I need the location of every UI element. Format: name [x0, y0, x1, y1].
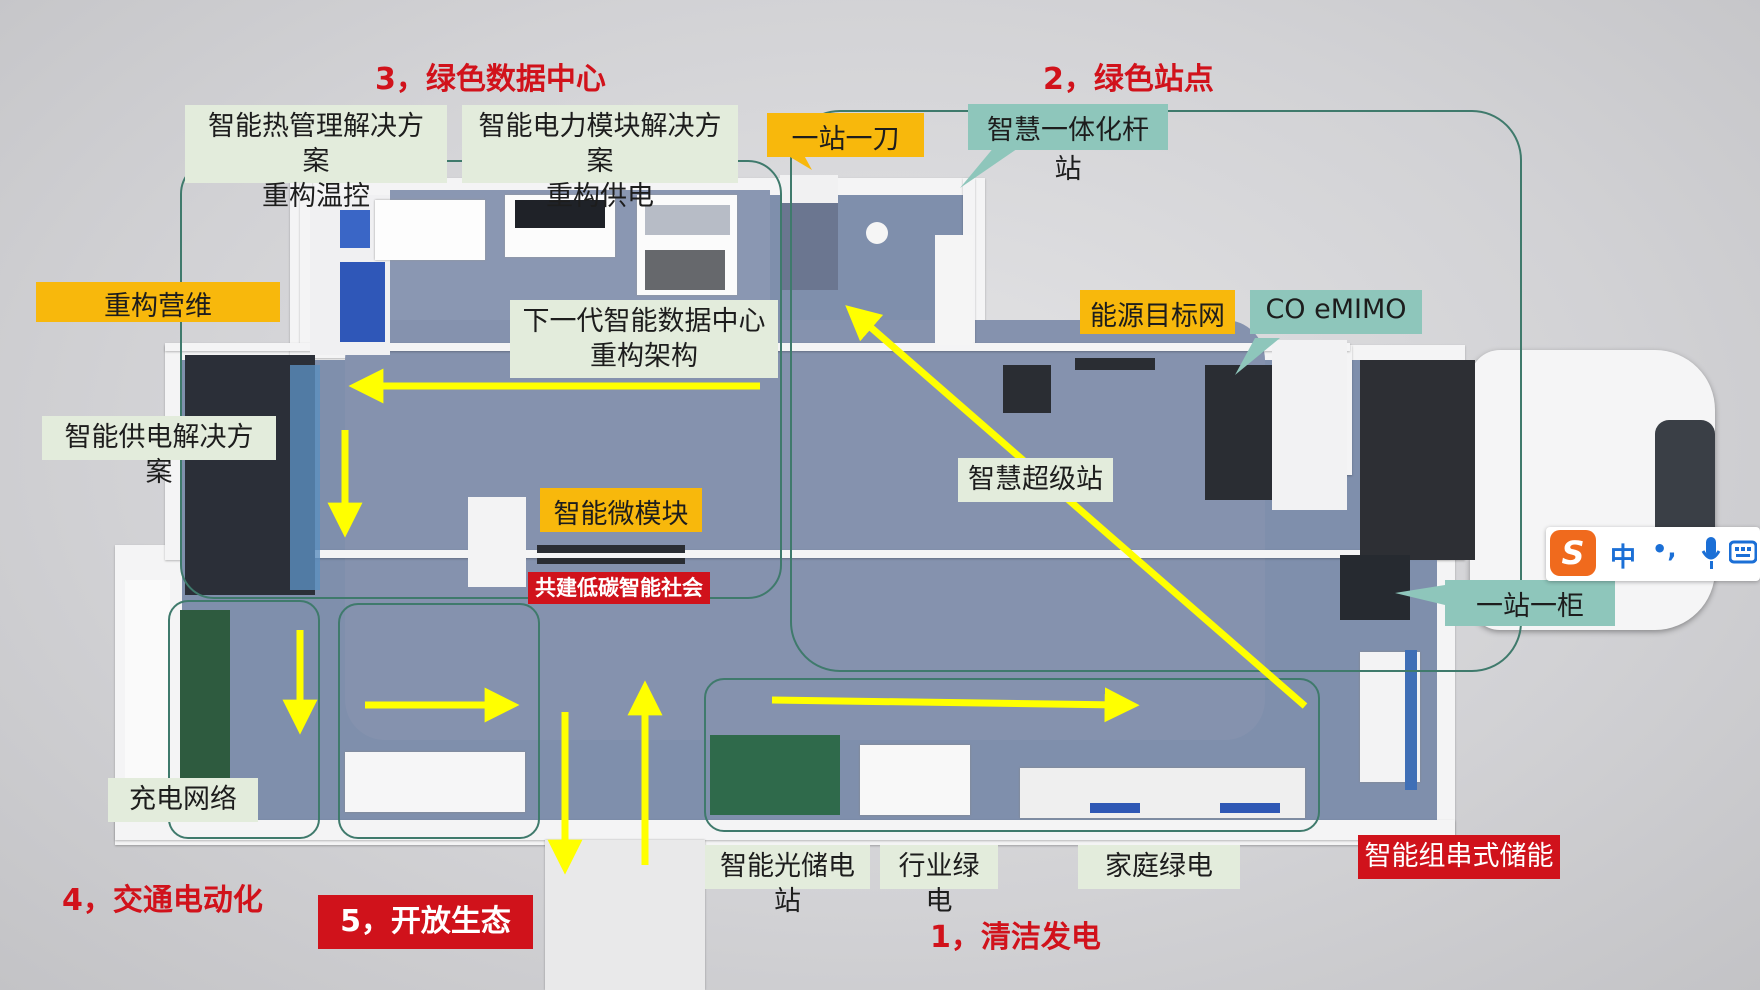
- ime-logo[interactable]: S: [1550, 530, 1596, 576]
- zone-open: [338, 603, 540, 839]
- ime-mode-toggle[interactable]: 中: [1610, 543, 1637, 573]
- title-green-datacenter: 3，绿色数据中心: [375, 62, 606, 97]
- zone-clean-power: [704, 678, 1320, 832]
- label-charging-network: 充电网络: [108, 778, 258, 822]
- label-co-emimo: CO eMIMO: [1250, 290, 1422, 334]
- label-one-site-blade: 一站一刀: [767, 113, 924, 157]
- ime-toolbar[interactable]: S 中 •,: [1546, 527, 1760, 581]
- label-power-module: 智能电力模块解决方案 重构供电: [462, 105, 738, 212]
- title-green-site: 2，绿色站点: [1043, 62, 1214, 97]
- title-transport: 4，交通电动化: [62, 883, 263, 918]
- arrow-right-2: [771, 687, 1140, 723]
- title-open-ecosystem: 5，开放生态: [318, 895, 533, 949]
- label-pv-storage: 智能光储电站: [705, 845, 870, 917]
- label-restructure-ops: 重构营维: [36, 282, 280, 322]
- label-super-site: 智慧超级站: [958, 458, 1113, 502]
- label-power-supply-solution: 智能供电解决方案: [42, 416, 276, 488]
- ime-punct-toggle[interactable]: •,: [1652, 535, 1677, 563]
- label-string-storage: 智能组串式储能: [1358, 835, 1560, 879]
- zone-charging: [168, 600, 320, 839]
- keyboard-icon[interactable]: [1728, 539, 1758, 565]
- label-energy-target-net: 能源目标网: [1080, 290, 1235, 334]
- label-micro-module: 智能微模块: [540, 488, 702, 532]
- label-next-gen-dc: 下一代智能数据中心 重构架构: [510, 300, 778, 378]
- label-low-carbon: 共建低碳智能社会: [528, 572, 710, 604]
- label-smart-pole: 智慧一体化杆站: [968, 104, 1168, 185]
- label-thermal: 智能热管理解决方案 重构温控: [185, 105, 447, 212]
- label-home-green: 家庭绿电: [1078, 845, 1240, 889]
- mic-icon[interactable]: [1701, 535, 1721, 571]
- label-industry-green: 行业绿电: [880, 845, 998, 917]
- label-one-site-cabinet: 一站一柜: [1445, 580, 1615, 626]
- arrow-diagonal: [845, 305, 1308, 709]
- title-clean-power: 1，清洁发电: [930, 920, 1101, 955]
